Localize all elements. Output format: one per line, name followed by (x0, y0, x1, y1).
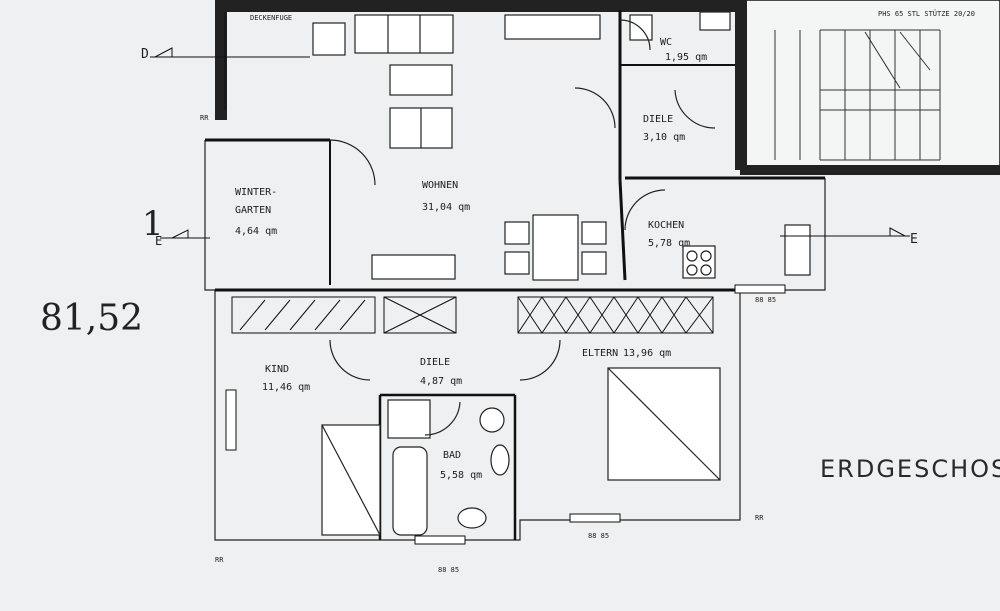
deckenfuge-label: DECKENFUGE (250, 14, 292, 22)
room-bad-name: BAD (443, 450, 461, 461)
section-d-label: D (141, 47, 149, 62)
room-diele-mid-name: DIELE (420, 357, 450, 368)
room-diele-top-area: 3,10 qm (643, 132, 685, 143)
room-wc-area: 1,95 qm (665, 52, 707, 63)
room-wohnen-name: WOHNEN (422, 180, 458, 191)
room-wc-name: WC (660, 37, 672, 48)
room-eltern-name: ELTERN (582, 348, 618, 359)
handwritten-total: 81,52 (40, 298, 143, 339)
doors (329, 19, 716, 436)
room-diele-mid-area: 4,87 qm (420, 376, 462, 387)
outer-walls (204, 0, 826, 541)
stair-area: PHS 65 STL STÜTZE 20/20 (735, 0, 1000, 175)
window-label-kitchen: 88 85 (755, 296, 776, 304)
room-kochen-name: KOCHEN (648, 220, 684, 231)
floor-label: ERDGESCHOSS (820, 455, 1000, 483)
windows (225, 284, 786, 545)
annotations: 81,52 1 ERDGESCHOSS D E E DECKENFUGE 88 … (40, 14, 1000, 574)
room-kind-area: 11,46 qm (262, 382, 310, 393)
room-eltern-area: 13,96 qm (623, 348, 671, 359)
rr-label-top: RR (200, 114, 209, 122)
room-wohnen-area: 31,04 qm (422, 202, 470, 213)
window-label-bath: 88 85 (438, 566, 459, 574)
stair-note: PHS 65 STL STÜTZE 20/20 (878, 9, 975, 18)
rr-label-bottom: RR (215, 556, 224, 564)
room-kochen-area: 5,78 qm (648, 238, 690, 249)
room-diele-top-name: DIELE (643, 114, 673, 125)
window-label-bottom: 88 85 (588, 532, 609, 540)
room-bad-area: 5,58 qm (440, 470, 482, 481)
furniture (312, 11, 811, 536)
room-wintergarten-name2: GARTEN (235, 205, 271, 216)
room-wintergarten-name1: WINTER- (235, 187, 277, 198)
room-kind-name: KIND (265, 364, 289, 375)
section-e-right-label: E (910, 232, 918, 247)
room-wintergarten-area: 4,64 qm (235, 226, 277, 237)
room-labels: WOHNEN 31,04 qm WINTER- GARTEN 4,64 qm W… (235, 37, 707, 481)
wardrobes (231, 296, 714, 334)
handwritten-one: 1 (142, 204, 164, 244)
section-markers (150, 47, 910, 239)
rr-label-right: RR (755, 514, 764, 522)
section-e-left-label: E (155, 234, 162, 248)
